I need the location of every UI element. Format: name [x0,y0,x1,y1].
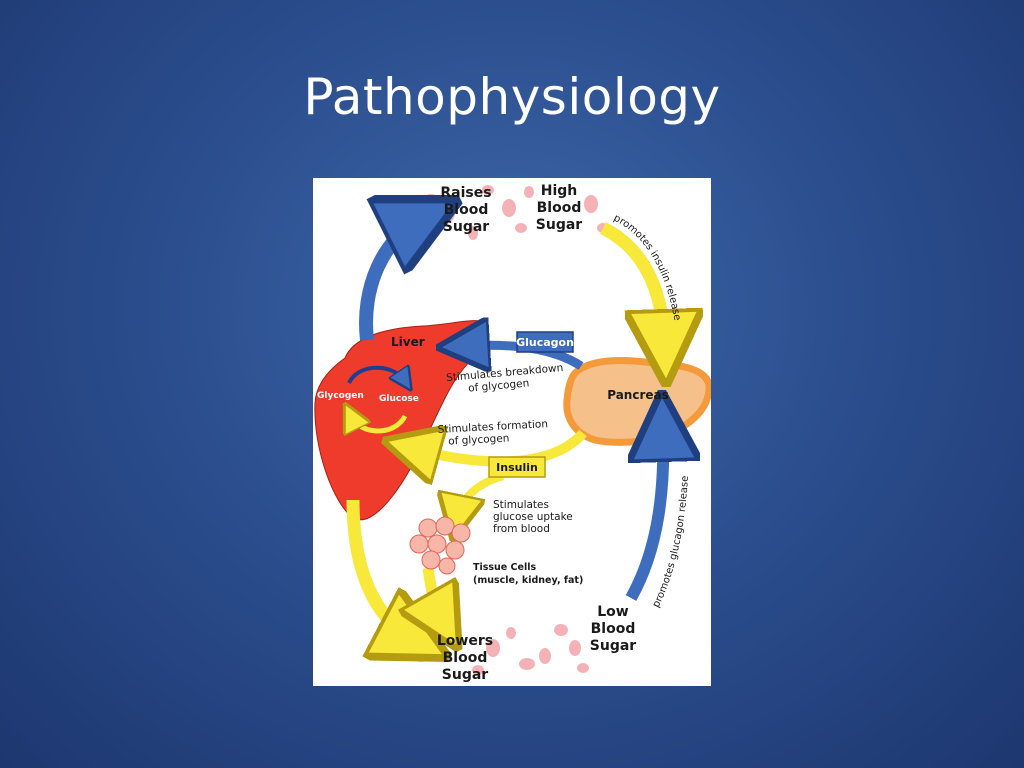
high-line-1: High [541,183,578,199]
slide-title: Pathophysiology [303,68,721,126]
tissue-cells-subtitle: (muscle, kidney, fat) [473,575,583,586]
liver-to-raises-arrow [359,218,423,341]
lowers-line-2: Blood [443,650,488,666]
lowers-line-3: Sugar [442,667,489,683]
glucose-label: Glucose [379,394,419,404]
low-line-1: Low [597,604,629,620]
tissue-cells-title: Tissue Cells [473,562,536,573]
glucose-regulation-diagram: Raises Blood Sugar High Blood Sugar Low … [313,178,711,686]
breakdown-line-2: of glycogen [468,377,530,394]
glycogen-label: Glycogen [317,391,364,401]
blood-cells-bottom [414,624,589,675]
lowers-line-1: Lowers [437,633,493,649]
low-line-3: Sugar [590,638,637,654]
raises-line-2: Blood [444,202,489,218]
high-line-3: Sugar [536,217,583,233]
glucagon-label: Glucagon [516,336,574,349]
low-line-2: Blood [591,621,636,637]
high-line-2: Blood [537,200,582,216]
uptake-line-2: glucose uptake [493,511,573,523]
glycogen-to-glucose-arrow [347,368,405,383]
tissue-cells-icon [409,516,471,575]
uptake-line-1: Stimulates [493,499,549,511]
liver-to-lowers-arrow [346,499,415,640]
raises-line-3: Sugar [443,219,490,235]
liver-label: Liver [391,335,425,349]
tissue-to-lowers-arrow [428,567,443,622]
insulin-label: Insulin [496,461,538,474]
insulin-box [488,456,546,478]
insulin-to-tissue-arrow [457,472,505,518]
formation-line-2: of glycogen [448,432,510,447]
formation-line-1: Stimulates formation [437,418,548,436]
glucagon-box [516,331,574,353]
pancreas-label: Pancreas [607,388,669,402]
high-to-pancreas-arrow [599,222,665,348]
low-to-pancreas-arrow [625,426,663,601]
diagram-svg: Raises Blood Sugar High Blood Sugar Low … [314,183,711,683]
raises-line-1: Raises [440,185,491,201]
uptake-line-3: from blood [493,523,550,535]
